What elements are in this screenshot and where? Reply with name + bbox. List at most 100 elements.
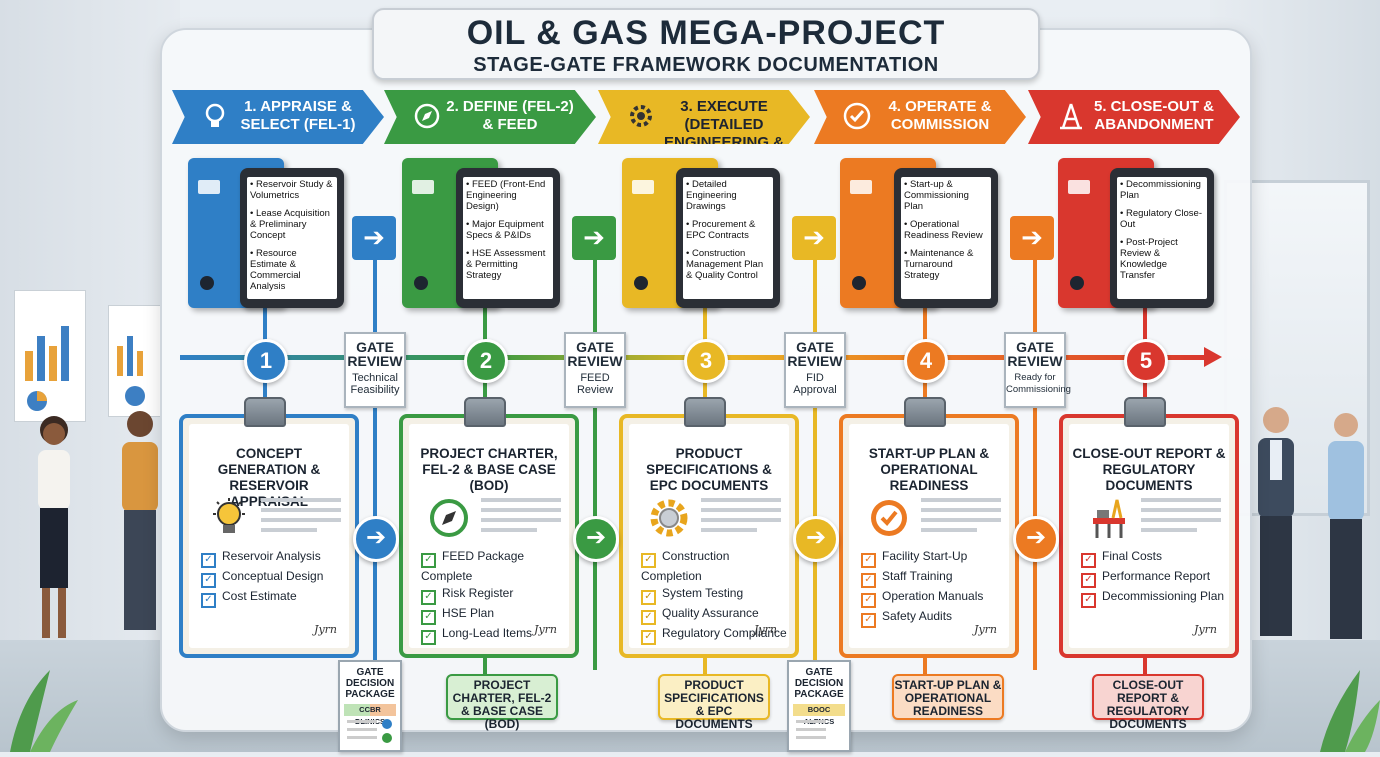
- tablet-item: • Regulatory Close-Out: [1120, 208, 1202, 230]
- compass-icon: [414, 103, 440, 129]
- gate-title: GATE REVIEW: [1007, 339, 1063, 369]
- page-title: OIL & GAS MEGA-PROJECT: [466, 14, 946, 52]
- gate-connector-3: [813, 240, 817, 670]
- tablet-item: • HSE Assessment & Permitting Strategy: [466, 248, 546, 281]
- tablet-item: • Operational Readiness Review: [904, 219, 983, 241]
- person-man-suit-illustration: [1248, 400, 1304, 650]
- text-placeholder-lines: [481, 498, 561, 538]
- checklist-item: ✓Regulatory Compliance: [641, 625, 789, 645]
- signature: Jyrn: [974, 623, 997, 636]
- stage-5-label: 5. CLOSE-OUT & ABANDONMENT: [1093, 98, 1214, 133]
- stage-5-chevron: 5. CLOSE-OUT & ABANDONMENT: [1028, 90, 1240, 144]
- oil-platform-icon: [1093, 499, 1125, 538]
- stage-5-output: CLOSE-OUT REPORT & REGULATORY DOCUMENTS: [1092, 674, 1204, 731]
- checklist-item: ✓Facility Start-Up: [861, 548, 983, 568]
- clipboard-clip: [904, 397, 946, 427]
- gate-subtitle: Ready for Commissioning: [1006, 372, 1071, 395]
- checklist: ✓Facility Start-Up ✓Staff Training ✓Oper…: [861, 548, 983, 628]
- arrow-right-icon: ➔: [1013, 516, 1059, 562]
- gate-review-4: GATE REVIEW Ready for Commissioning: [1004, 332, 1071, 408]
- clipboard-title: PRODUCT SPECIFICATIONS & EPC DOCUMENTS: [646, 446, 772, 493]
- checklist-item: ✓Conceptual Design: [201, 568, 323, 588]
- clipboard-clip: [244, 397, 286, 427]
- stage-2-output: PROJECT CHARTER, FEL-2 & BASE CASE (BOD): [446, 674, 558, 731]
- tablet-item: • Lease Acquisition & Preliminary Concep…: [250, 208, 330, 241]
- arrow-right-icon: ➔: [792, 216, 836, 260]
- stage-2-tablet: • FEED (Front-End Engineering Design) • …: [456, 168, 560, 308]
- text-placeholder-lines: [701, 498, 781, 538]
- stage-3-clipboard: PRODUCT SPECIFICATIONS & EPC DOCUMENTS ✓…: [619, 414, 799, 658]
- signature: Jyrn: [534, 623, 557, 636]
- output-connector-5: [1143, 650, 1147, 674]
- tablet-item: • Maintenance & Turnaround Strategy: [904, 248, 974, 281]
- gate-review-2: GATE REVIEW FEED Review: [564, 332, 626, 408]
- gate-subtitle: FID Approval: [793, 372, 837, 396]
- checklist-item: ✓Quality Assurance: [641, 605, 789, 625]
- timeline-arrowhead: [1204, 347, 1222, 367]
- tablet-item: • Procurement & EPC Contracts: [686, 219, 756, 241]
- tablet-item: • Decommissioning Plan: [1120, 179, 1201, 201]
- stage-3-chevron: 3. EXECUTE (DETAILED ENGINEERING & EPC): [598, 90, 810, 144]
- clipboard-title: PROJECT CHARTER, FEL-2 & BASE CASE (BOD): [420, 446, 558, 493]
- checklist-item: ✓System Testing: [641, 585, 789, 605]
- gate-title: GATE REVIEW: [347, 339, 403, 369]
- text-placeholder-lines: [921, 498, 1001, 538]
- checklist-item: ✓Safety Audits: [861, 608, 983, 628]
- bar-chart-icon: [25, 326, 69, 411]
- compass-icon: [430, 499, 468, 537]
- stage-5-tablet: • Decommissioning Plan • Regulatory Clos…: [1110, 168, 1214, 308]
- gate-connector-2: [593, 240, 597, 670]
- checklist-item: ✓HSE Plan: [421, 605, 569, 625]
- checklist-icon: [796, 720, 826, 739]
- stage-3-tablet: • Detailed Engineering Drawings • Procur…: [676, 168, 780, 308]
- clipboard-clip: [464, 397, 506, 427]
- gate-title: GATE REVIEW: [787, 339, 843, 369]
- stage-4-label: 4. OPERATE & COMMISSION: [888, 98, 992, 133]
- stage-1-chevron: 1. APPRAISE & SELECT (FEL-1): [172, 90, 384, 144]
- tablet-item: • Major Equipment Specs & P&IDs: [466, 219, 544, 241]
- checkmark-icon: [871, 500, 907, 536]
- lightbulb-icon: [213, 498, 245, 533]
- output-connector-3: [703, 650, 707, 674]
- signature: Jyrn: [1194, 623, 1217, 636]
- output-connector-2: [483, 650, 487, 674]
- clipboard-clip: [1124, 397, 1166, 427]
- gate-decision-package-1: GATE DECISION PACKAGE CCBR DLINICS: [338, 660, 402, 752]
- output-connector-4: [923, 650, 927, 674]
- title-banner: OIL & GAS MEGA-PROJECT STAGE-GATE FRAMEW…: [372, 8, 1040, 80]
- tablet-item: • Resource Estimate & Commercial Analysi…: [250, 248, 301, 292]
- gate-review-1: GATE REVIEW Technical Feasibility: [344, 332, 406, 408]
- stage-1-tablet: • Reservoir Study & Volumetrics • Lease …: [240, 168, 344, 308]
- stage-4-output: START-UP PLAN & OPERATIONAL READINESS: [892, 674, 1004, 720]
- tablet-item: • Post-Project Review & Knowledge Transf…: [1120, 237, 1178, 281]
- checklist-item: ✓Decommissioning Plan: [1081, 588, 1224, 608]
- gate-connector-1: [373, 240, 377, 670]
- checklist-item: ✓FEED Package Complete: [421, 549, 525, 583]
- gear-icon: [650, 499, 688, 537]
- plant-left: [0, 640, 80, 752]
- lightbulb-icon: [205, 103, 225, 127]
- stage-3-output: PRODUCT SPECIFICATIONS & EPC DOCUMENTS: [658, 674, 770, 731]
- signature: Jyrn: [754, 623, 777, 636]
- stage-2-node: 2: [464, 339, 508, 383]
- arrow-right-icon: ➔: [793, 516, 839, 562]
- stage-1-node: 1: [244, 339, 288, 383]
- wall-chart-poster-2: [108, 305, 162, 417]
- checkmark-icon: [843, 102, 871, 130]
- stage-4-chevron: 4. OPERATE & COMMISSION: [814, 90, 1026, 144]
- arrow-right-icon: ➔: [572, 216, 616, 260]
- checklist-item: ✓Final Costs: [1081, 548, 1224, 568]
- stage-1-label: 1. APPRAISE & SELECT (FEL-1): [240, 98, 356, 133]
- text-placeholder-lines: [261, 498, 341, 538]
- checklist-item: ✓Reservoir Analysis: [201, 548, 323, 568]
- package-title: GATE DECISION PACKAGE: [345, 667, 395, 700]
- stage-3-node: 3: [684, 339, 728, 383]
- checklist-item: ✓Staff Training: [861, 568, 983, 588]
- package-title: GATE DECISION PACKAGE: [794, 667, 844, 700]
- tablet-item: • Reservoir Study & Volumetrics: [250, 179, 333, 201]
- signature: Jyrn: [314, 623, 337, 636]
- checklist: ✓Reservoir Analysis ✓Conceptual Design ✓…: [201, 548, 323, 608]
- stage-2-clipboard: PROJECT CHARTER, FEL-2 & BASE CASE (BOD)…: [399, 414, 579, 658]
- arrow-right-icon: ➔: [352, 216, 396, 260]
- arrow-right-icon: ➔: [1010, 216, 1054, 260]
